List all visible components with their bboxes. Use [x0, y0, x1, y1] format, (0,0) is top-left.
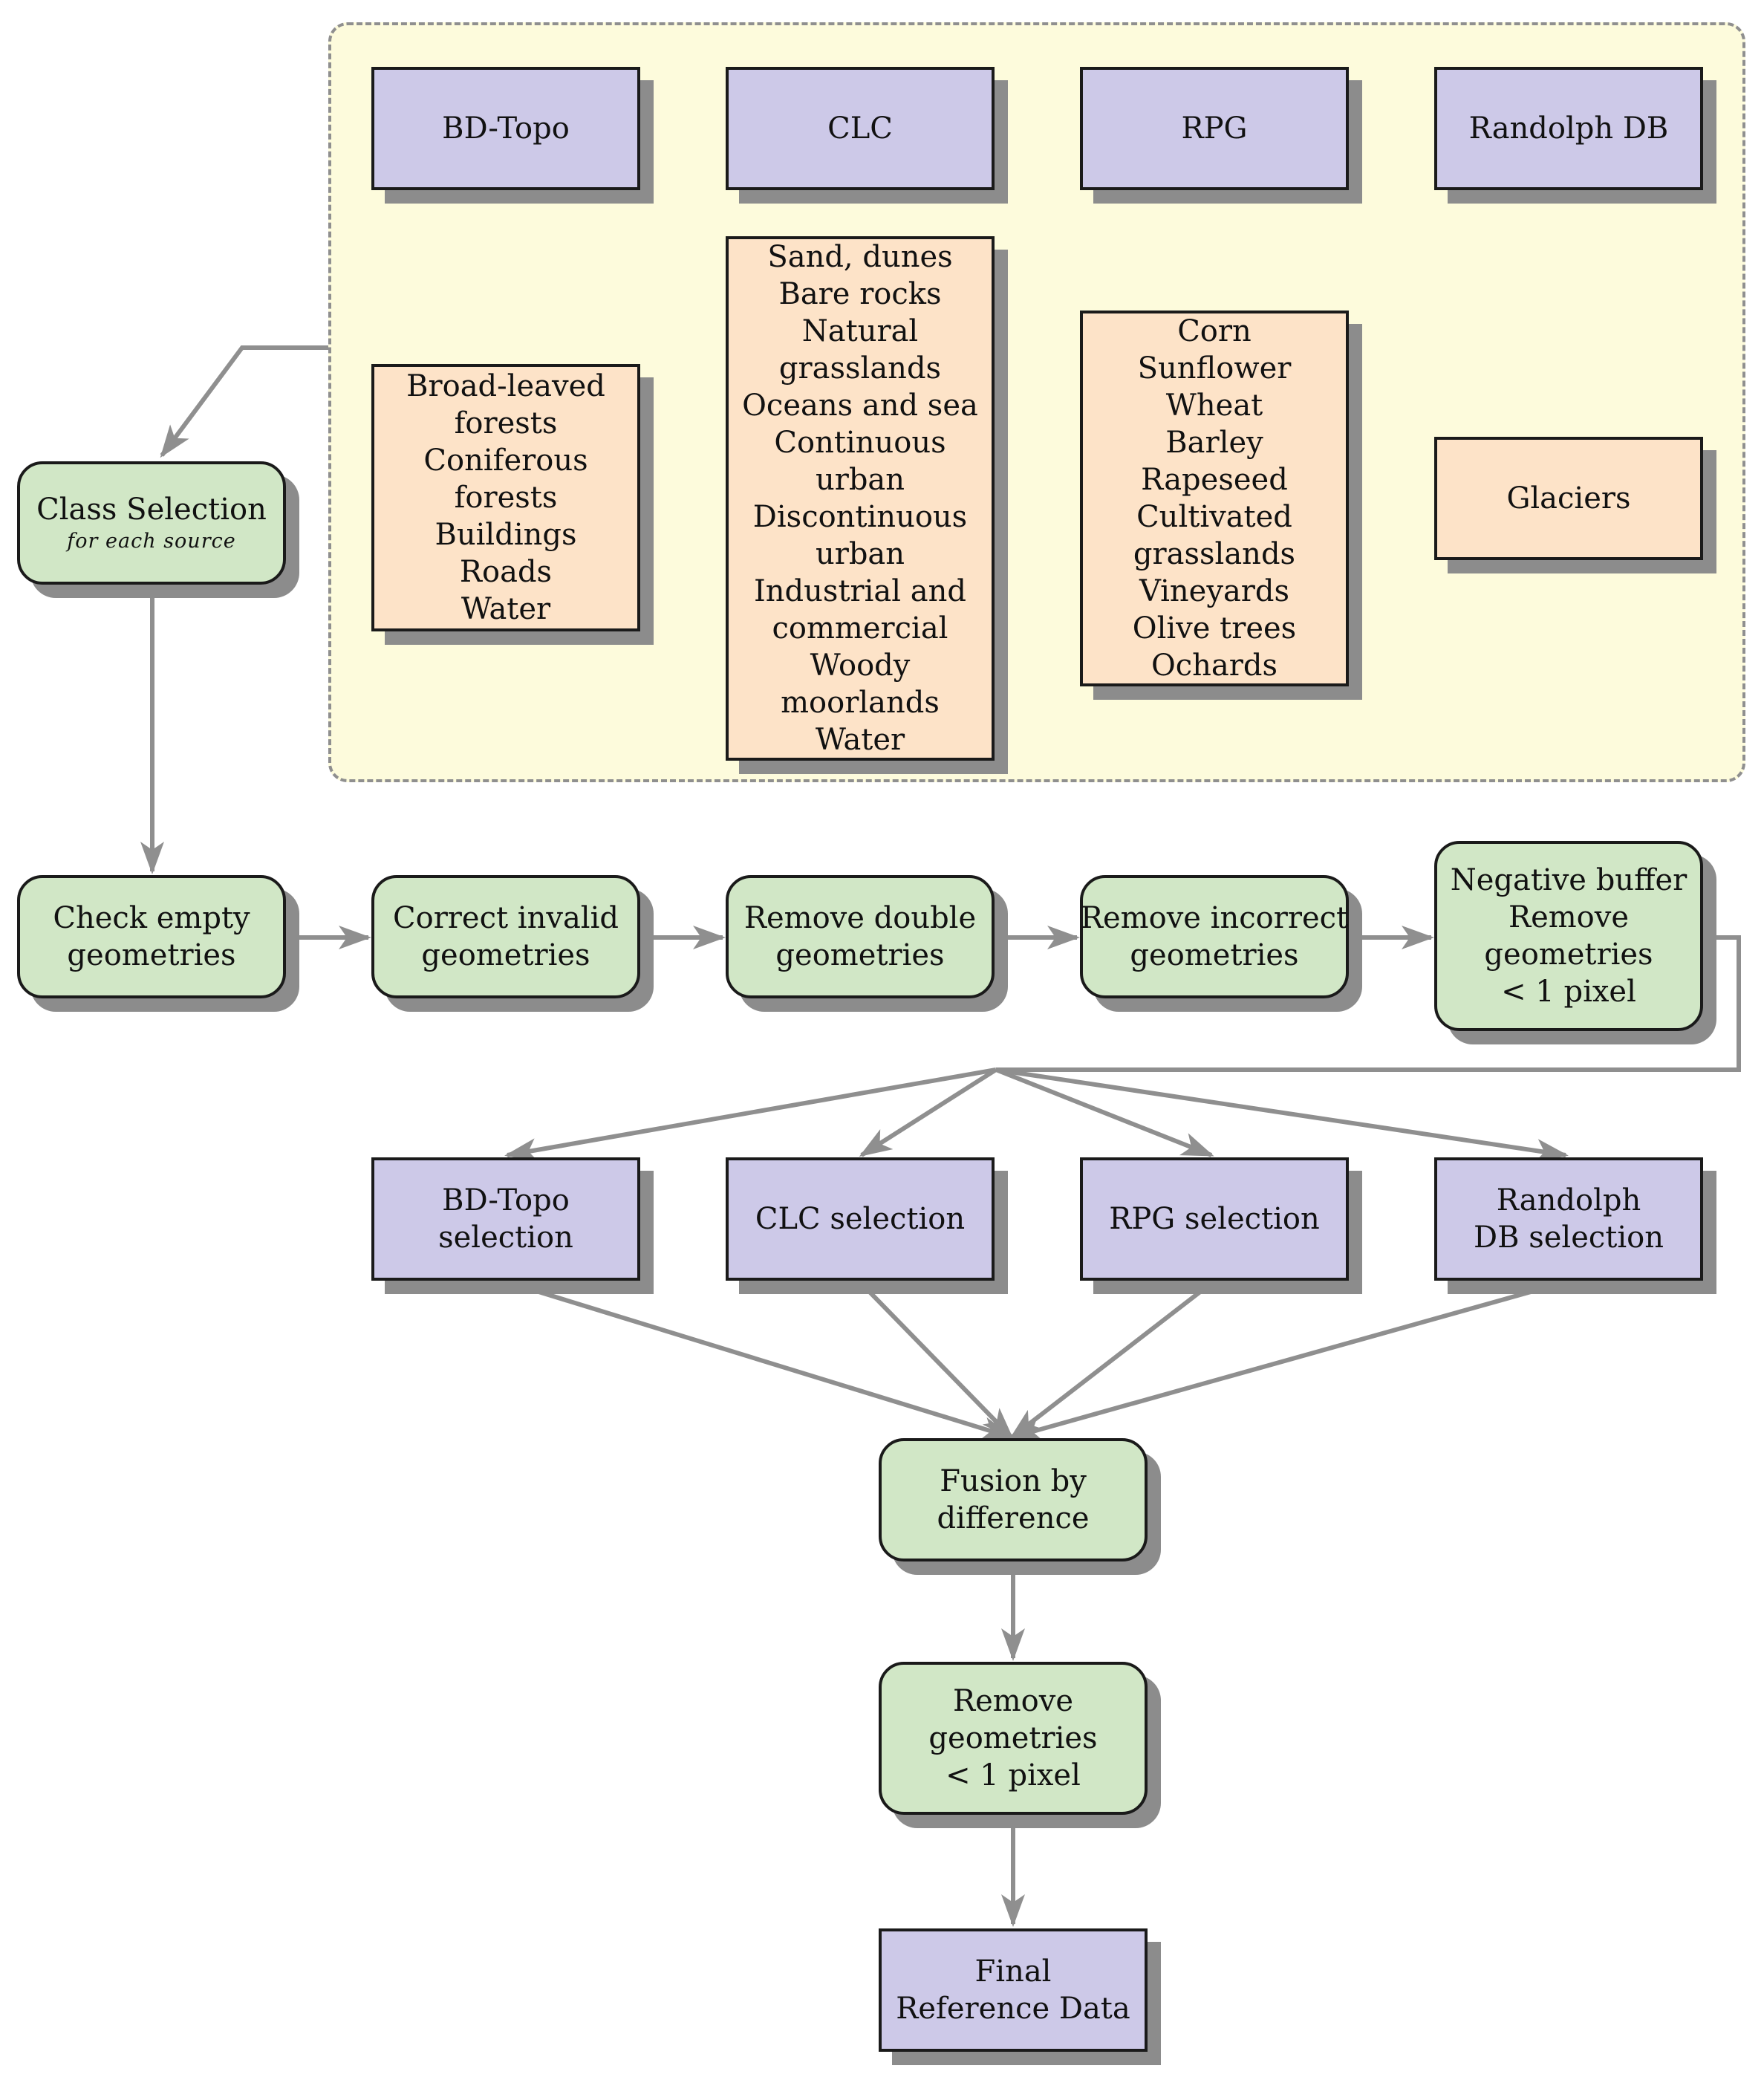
class-item: Buildings: [435, 518, 577, 552]
class-item: commercial: [772, 611, 948, 646]
class-item: Vineyards: [1139, 574, 1290, 608]
class-item: Rapeseed: [1141, 463, 1288, 497]
class-item: Ochards: [1150, 649, 1278, 683]
class-item: Sand, dunes: [767, 240, 953, 274]
source-randolph: Randolph DB: [1434, 67, 1703, 190]
class-item: Roads: [459, 555, 553, 589]
arrow-bdtopo-selection-to-fusion: [504, 1279, 1015, 1440]
source-randolph-title: Randolph DB: [1468, 111, 1669, 146]
step-label-line: Correct invalid: [393, 901, 619, 935]
class-item: Woody: [810, 649, 911, 683]
source-rpg: RPG: [1080, 67, 1349, 190]
selection-label-line: Randolph: [1496, 1183, 1641, 1218]
step-label-line: difference: [937, 1501, 1090, 1535]
class-item: urban: [815, 537, 905, 571]
final-label-line: Reference Data: [896, 1992, 1130, 2026]
step-label-line: Remove double: [743, 901, 977, 935]
class-item: Water: [460, 592, 551, 626]
remove-small-geometries-step: Remove geometries < 1 pixel: [879, 1662, 1148, 1815]
selection-label-line: DB selection: [1474, 1221, 1664, 1255]
classes-rpg: Corn Sunflower Wheat Barley Rapeseed Cul…: [1080, 311, 1349, 686]
class-item: Wheat: [1165, 389, 1263, 423]
class-selection-step: Class Selection for each source: [17, 461, 286, 585]
arrow-hub-to-randolph-selection: [995, 1067, 1569, 1163]
selection-label-line: selection: [438, 1221, 573, 1255]
check-empty-step: Check empty geometries: [17, 875, 286, 998]
class-item: grasslands: [778, 351, 942, 386]
class-item: Sunflower: [1137, 351, 1292, 386]
classes-clc: Sand, dunes Bare rocks Natural grassland…: [726, 236, 995, 761]
step-label-line: Remove: [952, 1684, 1074, 1718]
class-item: Barley: [1165, 426, 1263, 460]
arrow-clc-selection-to-fusion: [857, 1279, 1014, 1440]
step-label-line: geometries: [421, 938, 590, 972]
step-label-line: Remove incorrect: [1080, 901, 1349, 935]
source-rpg-title: RPG: [1181, 111, 1248, 146]
step-label-line: Negative buffer: [1450, 863, 1687, 897]
class-item: Cultivated: [1136, 500, 1292, 534]
class-item: forests: [454, 406, 558, 441]
class-item: Oceans and sea: [742, 389, 978, 423]
rpg-selection: RPG selection: [1080, 1157, 1349, 1281]
step-label-line: < 1 pixel: [1501, 975, 1636, 1009]
selection-label-line: RPG selection: [1109, 1202, 1320, 1236]
class-item: Water: [815, 723, 905, 757]
selection-label-line: CLC selection: [755, 1202, 966, 1236]
step-label-line: geometries: [1130, 938, 1299, 972]
arrow-hub-to-clc-selection: [859, 1067, 997, 1157]
step-label-line: geometries: [775, 938, 945, 972]
final-label-line: Final: [974, 1954, 1052, 1989]
source-bdtopo: BD-Topo: [371, 67, 640, 190]
arrow-hub-to-rpg-selection: [995, 1067, 1214, 1157]
class-item: Bare rocks: [778, 277, 942, 311]
classes-randolph: Glaciers: [1434, 437, 1703, 560]
selection-label-line: BD-Topo: [442, 1183, 570, 1218]
clc-selection: CLC selection: [726, 1157, 995, 1281]
class-item: Olive trees: [1132, 611, 1297, 646]
connector-negative-buffer-to-hub: [996, 935, 1741, 1072]
class-selection-title: Class Selection: [36, 493, 267, 527]
source-bdtopo-title: BD-Topo: [442, 111, 570, 146]
step-label-line: geometries: [1484, 937, 1653, 972]
final-reference-data: Final Reference Data: [879, 1928, 1148, 2052]
correct-invalid-step: Correct invalid geometries: [371, 875, 640, 998]
class-item: Broad-leaved: [406, 369, 605, 403]
class-item: moorlands: [781, 686, 940, 720]
class-item: Discontinuous: [752, 500, 968, 534]
arrow-hub-to-bdtopo-selection: [504, 1067, 997, 1162]
step-label-line: Fusion by: [940, 1464, 1087, 1498]
step-label-line: < 1 pixel: [946, 1758, 1081, 1793]
step-label-line: Remove: [1508, 900, 1630, 935]
source-clc: CLC: [726, 67, 995, 190]
class-item: Industrial and: [753, 574, 966, 608]
arrow-panel-to-class-selection: [160, 345, 328, 458]
fusion-step: Fusion by difference: [879, 1438, 1148, 1561]
step-label-line: geometries: [67, 938, 236, 972]
class-item: Continuous: [774, 426, 946, 460]
class-item: Glaciers: [1506, 481, 1631, 516]
classes-bdtopo: Broad-leaved forests Coniferous forests …: [371, 364, 640, 631]
class-selection-subtitle: for each source: [67, 530, 236, 553]
remove-incorrect-step: Remove incorrect geometries: [1080, 875, 1349, 998]
class-item: grasslands: [1133, 537, 1296, 571]
bdtopo-selection: BD-Topo selection: [371, 1157, 640, 1281]
source-clc-title: CLC: [827, 111, 893, 146]
class-item: Corn: [1177, 314, 1252, 348]
remove-double-step: Remove double geometries: [726, 875, 995, 998]
randolph-selection: Randolph DB selection: [1434, 1157, 1703, 1281]
arrow-randolph-selection-to-fusion: [1009, 1279, 1569, 1441]
class-item: Natural: [801, 314, 919, 348]
step-label-line: Check empty: [53, 901, 250, 935]
step-label-line: geometries: [928, 1721, 1098, 1755]
negative-buffer-step: Negative buffer Remove geometries < 1 pi…: [1434, 841, 1703, 1031]
arrow-rpg-selection-to-fusion: [1009, 1279, 1215, 1440]
class-item: forests: [454, 481, 558, 515]
class-item: urban: [815, 463, 905, 497]
class-item: Coniferous: [423, 443, 588, 478]
